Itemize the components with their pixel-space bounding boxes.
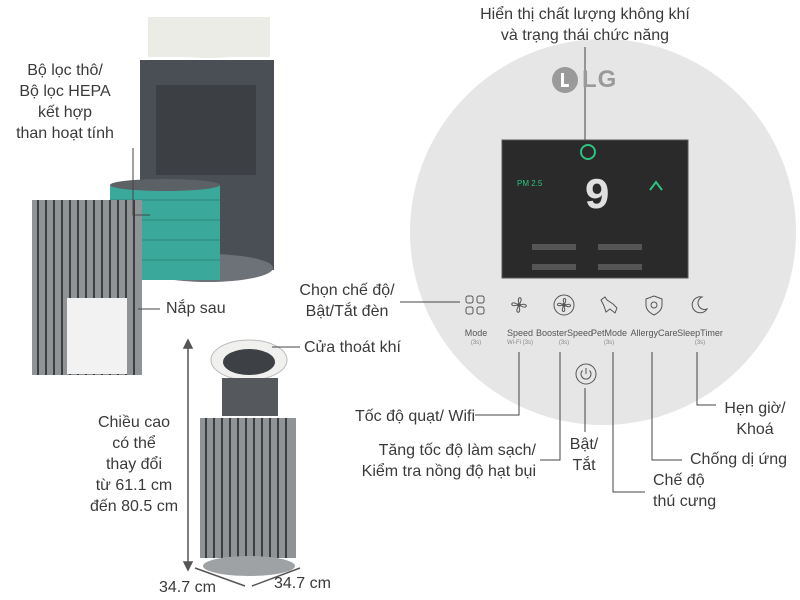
label-mode: Chọn chế độ/Bật/Tắt đèn: [299, 282, 395, 320]
label-width-left: 34.7 cm: [159, 579, 216, 596]
power-icon[interactable]: [575, 363, 597, 385]
label-booster: Tăng tốc độ làm sạch/Kiểm tra nồng độ hạ…: [361, 442, 536, 480]
label-allergy: Chống dị ứng: [690, 451, 787, 468]
moon-icon[interactable]: [688, 294, 710, 316]
shield-icon[interactable]: [643, 294, 665, 316]
display-value: 9: [584, 172, 611, 222]
small-purifier: [200, 339, 296, 576]
button-label-speed: Speed: [506, 328, 534, 338]
button-sub-speed: Wi-Fi (3s): [507, 340, 533, 346]
label-width-right: 34.7 cm: [274, 575, 331, 592]
mode-grid-icon[interactable]: [464, 294, 486, 316]
button-label-pet: PetMode: [590, 328, 628, 338]
button-sub-mode: (3s): [470, 340, 482, 346]
brand-text: LG: [582, 66, 618, 93]
label-timer: Hẹn giờ/Khoá: [724, 400, 786, 438]
button-label-timer: SleepTimer: [677, 328, 723, 338]
label-fan-speed: Tốc độ quạt/ Wifi: [355, 408, 476, 425]
pet-icon[interactable]: [598, 294, 620, 316]
label-outlet: Cửa thoát khí: [304, 339, 401, 356]
button-sub-booster: (3s): [558, 340, 570, 346]
leader-lines: [132, 47, 716, 493]
button-label-mode: Mode: [464, 328, 488, 338]
button-sub-timer: (3s): [694, 340, 706, 346]
button-label-booster: BoosterSpeed: [536, 328, 594, 338]
label-rear-cover: Nắp sau: [166, 300, 226, 317]
button-label-allergy: AllergyCare: [630, 328, 678, 338]
display-screen: [501, 139, 689, 279]
lg-logo: LG: [552, 66, 617, 94]
label-power: Bật/Tắt: [569, 436, 599, 474]
air-quality-icon: [580, 144, 596, 160]
fan-icon[interactable]: [508, 294, 530, 316]
button-sub-pet: (3s): [603, 340, 615, 346]
display-bars: [532, 244, 642, 270]
rear-cover: [32, 200, 142, 375]
svg-text:PM 2.5: PM 2.5: [517, 179, 543, 188]
lg-logo-icon: [552, 67, 578, 93]
booster-fan-icon[interactable]: [553, 294, 575, 316]
dimension-lines: [182, 338, 301, 587]
